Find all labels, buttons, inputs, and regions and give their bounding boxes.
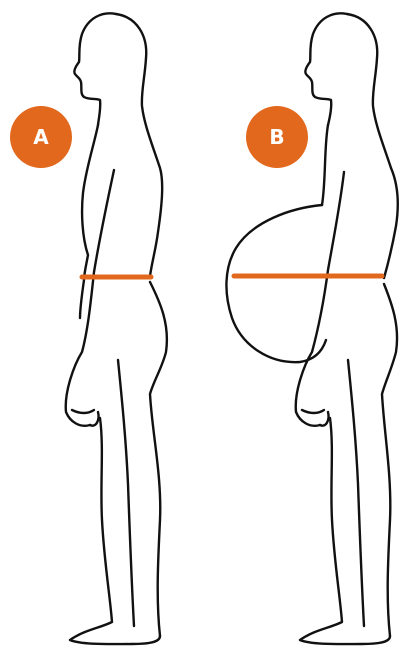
figure-a-back-of-head	[116, 14, 162, 276]
figure-a-label: A	[33, 125, 49, 149]
figure-a-badge: A	[10, 106, 72, 168]
figure-b-hip	[382, 284, 397, 636]
figure-a-front-leg	[70, 418, 160, 644]
figure-b-badge: B	[246, 106, 308, 168]
figure-a-head	[74, 13, 116, 125]
figure-b-back-of-head	[347, 14, 398, 278]
figure-b-head	[305, 13, 347, 125]
figure-b-front-leg	[300, 418, 390, 644]
figure-b-inner-leg	[348, 360, 364, 626]
figure-a-inner-leg	[118, 360, 134, 626]
figure-a	[66, 13, 167, 644]
figure-a-hip	[150, 282, 167, 636]
figure-a-arm	[66, 170, 114, 426]
figure-a-front-torso	[80, 125, 98, 318]
figure-b-arm	[296, 172, 344, 426]
figure-b	[226, 13, 397, 644]
figure-b-belly	[226, 205, 326, 362]
figure-b-chest	[322, 125, 328, 205]
figure-b-label: B	[269, 125, 284, 149]
